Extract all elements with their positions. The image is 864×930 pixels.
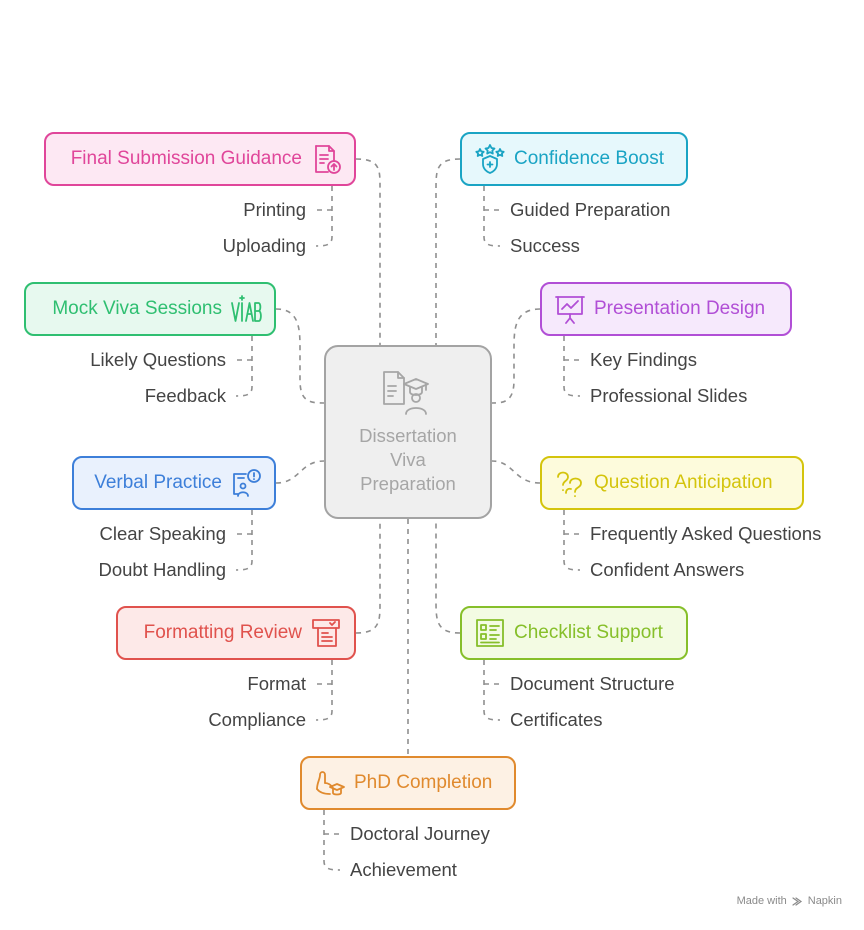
speaker-alert-icon [233,469,261,497]
subitem-document-structure: Document Structure [510,673,675,694]
napkin-logo-icon [792,896,802,906]
document-upload-icon [315,145,341,174]
viva-text-icon [231,295,262,322]
node-label: Question Anticipation [594,472,773,493]
subitem-achievement: Achievement [350,859,457,880]
subitem-guided-preparation: Guided Preparation [510,199,671,220]
node-question-anticipation[interactable]: Question Anticipation [540,456,804,510]
document-check-icon [312,619,340,647]
subitem-uploading: Uploading [222,235,306,256]
checklist-icon [476,619,504,647]
node-presentation-design[interactable]: Presentation Design [540,282,792,336]
subitem-printing: Printing [243,199,306,220]
presentation-chart-icon [555,296,585,324]
made-with-text: Made with [736,895,787,907]
subitem-professional-slides: Professional Slides [590,385,748,406]
node-label: Formatting Review [143,622,302,643]
subitem-frequently-asked-questions: Frequently Asked Questions [590,523,822,544]
node-checklist-support[interactable]: Checklist Support [460,606,688,660]
subitem-key-findings: Key Findings [590,349,697,370]
center-title-line: Viva [390,449,426,470]
subitem-confident-answers: Confident Answers [590,559,745,580]
node-mock-viva-sessions[interactable]: Mock Viva Sessions [24,282,276,336]
hand-graduation-cap-icon [316,771,345,796]
napkin-brand-text: Napkin [807,895,842,907]
node-phd-completion[interactable]: PhD Completion [300,756,516,810]
subitem-success: Success [510,235,580,256]
node-confidence-boost[interactable]: Confidence Boost [460,132,688,186]
node-final-submission[interactable]: Final Submission Guidance [44,132,356,186]
center-title-line: Preparation [360,473,456,494]
subitem-compliance: Compliance [208,709,306,730]
node-formatting-review[interactable]: Formatting Review [116,606,356,660]
node-label: Confidence Boost [514,148,664,169]
center-title-line: Dissertation [359,425,457,446]
node-label: PhD Completion [354,772,493,793]
subitem-clear-speaking: Clear Speaking [99,523,227,544]
node-label: Final Submission Guidance [70,148,302,169]
center-node: Dissertation Viva Preparation [324,345,492,519]
center-title: Dissertation Viva Preparation [359,424,457,496]
dissertation-graduate-icon [383,371,429,415]
question-marks-icon [557,471,582,498]
shield-stars-icon [475,144,505,174]
made-with-badge[interactable]: Made with Napkin [737,895,842,907]
node-label: Verbal Practice [94,472,222,493]
subitem-feedback: Feedback [144,385,226,406]
node-verbal-practice[interactable]: Verbal Practice [72,456,276,510]
node-label: Mock Viva Sessions [52,298,222,319]
node-label: Checklist Support [514,622,663,643]
subitem-format: Format [247,673,306,694]
node-label: Presentation Design [594,298,766,319]
subitem-doctoral-journey: Doctoral Journey [350,823,490,844]
subitem-certificates: Certificates [510,709,603,730]
subitem-likely-questions: Likely Questions [90,349,226,370]
subitem-doubt-handling: Doubt Handling [98,559,226,580]
